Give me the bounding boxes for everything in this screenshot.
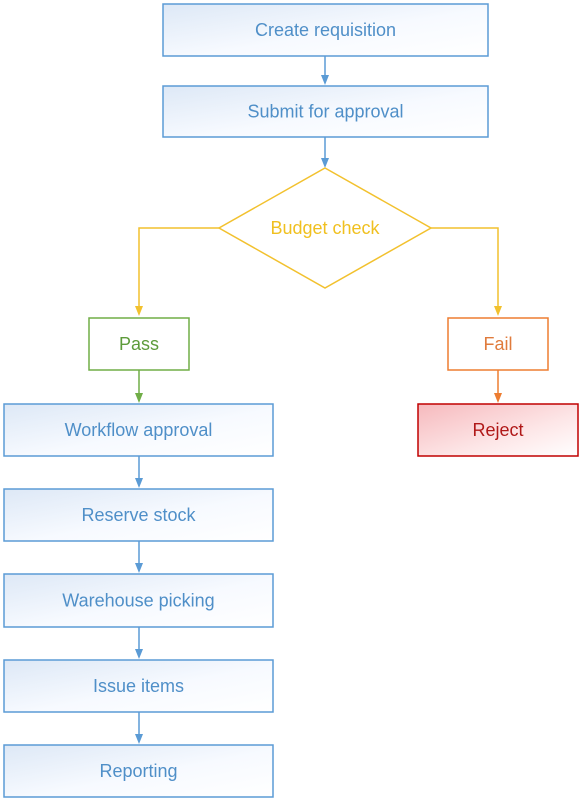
node-create-requisition-label: Create requisition xyxy=(255,20,396,40)
node-fail: Fail xyxy=(447,317,549,371)
node-budget-check: Budget check xyxy=(217,167,433,289)
node-reject-label: Reject xyxy=(472,420,523,440)
node-workflow-approval-label: Workflow approval xyxy=(65,420,213,440)
node-budget-check-label: Budget check xyxy=(270,218,380,238)
node-warehouse-picking: Warehouse picking xyxy=(3,573,274,628)
node-fail-label: Fail xyxy=(483,334,512,354)
node-pass: Pass xyxy=(88,317,190,371)
node-warehouse-picking-label: Warehouse picking xyxy=(62,591,214,611)
node-reject: Reject xyxy=(417,403,579,457)
arrow-budget-to-pass xyxy=(135,227,219,316)
arrow-budget-to-fail xyxy=(431,227,502,316)
node-reserve-stock-label: Reserve stock xyxy=(81,505,196,525)
node-submit-for-approval-label: Submit for approval xyxy=(247,102,403,122)
node-issue-items-label: Issue items xyxy=(93,676,184,696)
node-reporting-label: Reporting xyxy=(99,761,177,781)
node-issue-items: Issue items xyxy=(3,659,274,713)
node-pass-label: Pass xyxy=(119,334,159,354)
node-create-requisition: Create requisition xyxy=(162,3,489,57)
node-submit-for-approval: Submit for approval xyxy=(162,85,489,138)
node-reserve-stock: Reserve stock xyxy=(3,488,274,542)
node-workflow-approval: Workflow approval xyxy=(3,403,274,457)
node-reporting: Reporting xyxy=(3,744,274,798)
